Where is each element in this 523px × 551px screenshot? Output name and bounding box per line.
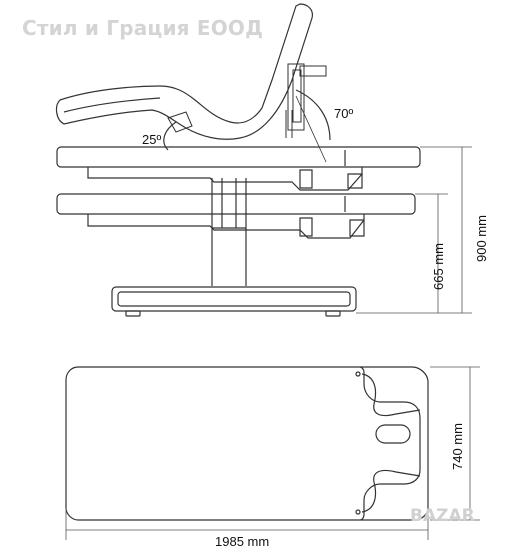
face-hole [375, 424, 411, 444]
base-frame [111, 286, 357, 312]
angle-arc-leg [163, 121, 177, 151]
bottom-underframe [87, 214, 365, 239]
length-dimension [65, 508, 429, 540]
foot-right [325, 310, 341, 317]
length-label: 1985 mm [215, 534, 269, 549]
back-angle-label: 70º [334, 106, 353, 121]
height-min-label: 665 mm [431, 243, 446, 290]
height-max-label: 900 mm [474, 215, 489, 262]
leg-cushion-line [63, 97, 161, 113]
width-dimension [430, 366, 480, 521]
armrest-cutout-bottom [361, 469, 421, 513]
table-top-view [65, 366, 421, 521]
height-dimension [356, 146, 472, 314]
lift-column [211, 178, 247, 286]
back-hinge [285, 63, 327, 138]
width-label: 740 mm [450, 423, 465, 470]
watermark-text: Стил и Грация ЕООД [22, 16, 264, 40]
head-section-top [360, 366, 429, 521]
top-platform [56, 146, 421, 168]
foot-left [125, 310, 141, 317]
angle-arc-back [295, 89, 331, 141]
top-underframe [87, 167, 363, 191]
logo-watermark: BAZAR [410, 506, 475, 526]
leg-hinge [167, 111, 193, 133]
armrest-cutout-top [361, 373, 421, 417]
leg-section-outline [55, 3, 313, 140]
leg-angle-label: 25º [142, 132, 161, 147]
